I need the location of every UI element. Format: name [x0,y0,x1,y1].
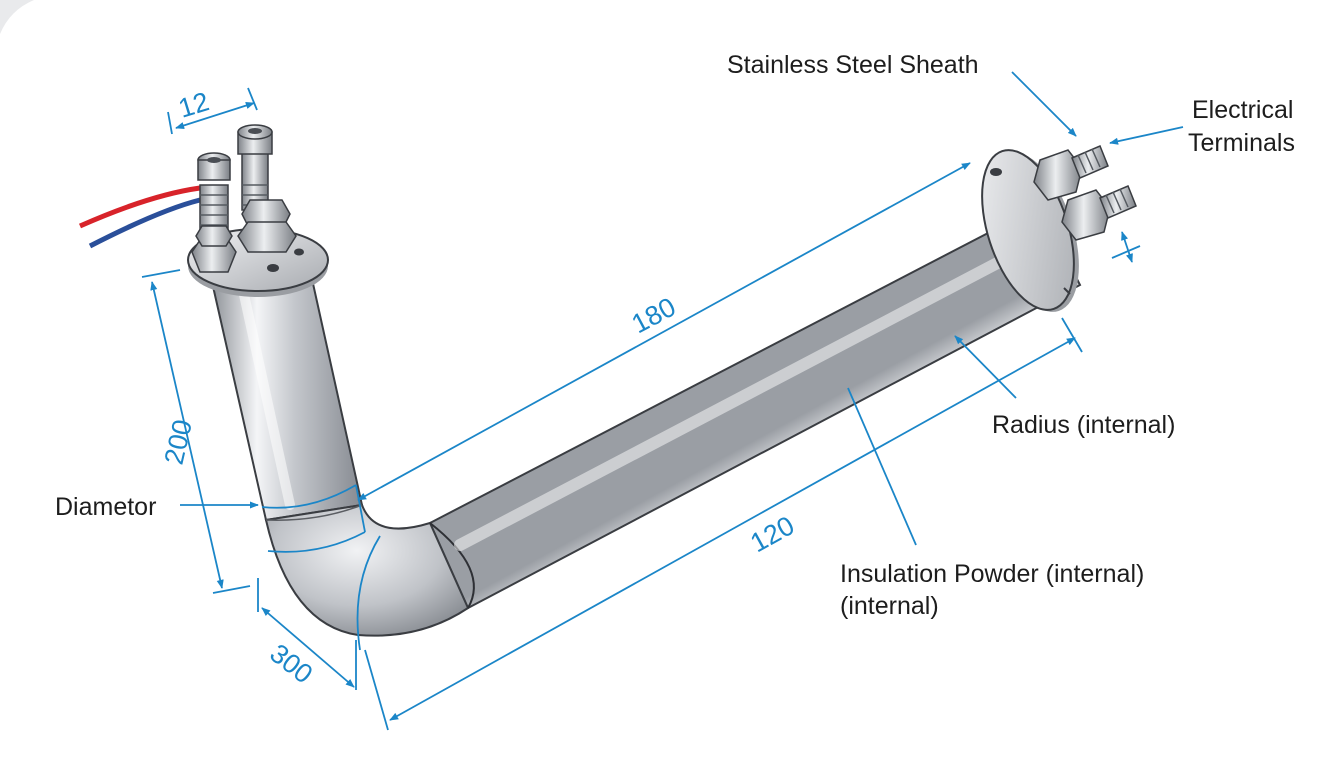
leader-sheath [1011,71,1077,137]
leader-insulation [847,387,917,546]
dim-value-300: 300 [264,638,318,689]
insulation-label-line1: Insulation Powder (internal) [840,560,1144,588]
dim-line-300 [261,607,355,688]
insulation-label-line2: (internal) [840,592,939,620]
dim-line-12 [175,102,255,129]
diameter-ring [355,484,366,533]
ext-line [167,111,173,135]
upper-hex-nut [1033,149,1083,201]
left-flange-hole [267,264,279,272]
terminals-label-line1: Electrical [1192,96,1293,124]
dim-line-200 [150,281,224,589]
thread-lines [200,194,228,236]
leader-terminals [1109,126,1184,145]
diameter-ring [261,484,357,509]
vertical-highlight [238,285,295,510]
blue-wire [88,197,211,249]
left-terminal-bore [207,157,221,163]
lower-hex-nut [1061,189,1111,241]
dim-line-terminal [1121,231,1133,263]
ext-line [212,585,251,594]
bend-guide [356,535,381,651]
right-flange-hole [990,168,1002,176]
ext-line [141,269,181,278]
right-terminal-assembly [981,145,1137,312]
corner-shade [0,0,34,34]
diameter-label: Diametor [55,493,156,521]
diameter-ring [267,531,366,553]
ext-line [1061,317,1083,353]
thread-lines [1077,148,1101,174]
terminals-label-line2: Terminals [1188,129,1295,157]
right-terminal-bore [248,128,262,134]
long-highlight [454,232,1051,551]
dim-line-120 [389,337,1076,721]
leg-seam [265,504,363,521]
left-lock-nut [195,225,233,247]
radius-label: Radius (internal) [992,411,1175,439]
sheath-label: Stainless Steel Sheath [727,51,979,79]
leader-radius [954,335,1017,399]
flange-mark [1063,287,1071,295]
left-terminal-assembly [78,124,329,297]
dimension-lines [141,71,1184,731]
ext-line [247,87,258,111]
dim-value-180: 180 [627,292,681,340]
red-wire [78,185,217,240]
left-flange-hole [294,248,304,256]
ext-line [364,649,389,731]
thread-lines [1105,188,1129,214]
right-hex-nut [237,221,297,253]
ext-line [1111,245,1141,259]
